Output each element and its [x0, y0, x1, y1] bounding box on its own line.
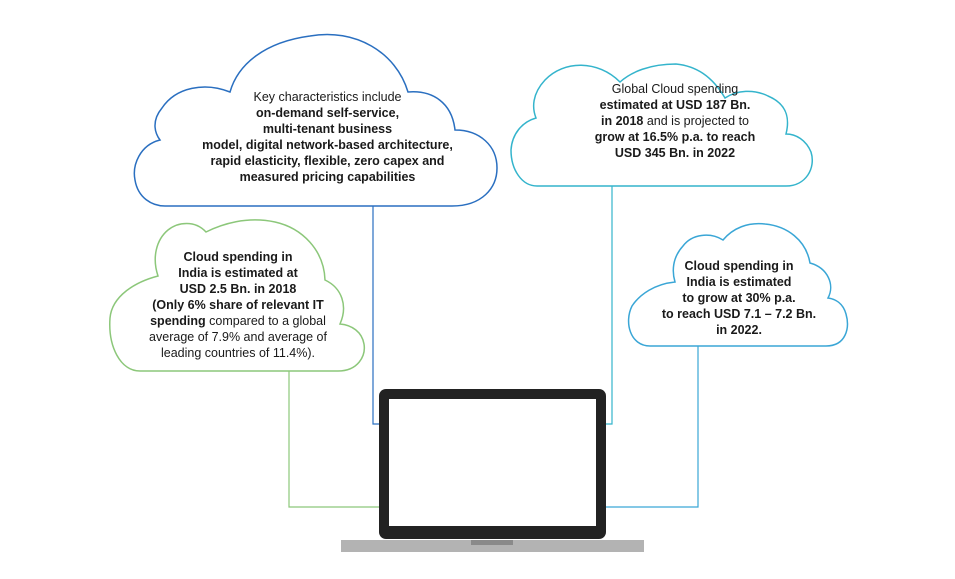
cloud-text-segment: model, digital network-based architectur… — [202, 138, 453, 152]
cloud-text-segment: Key characteristics include — [253, 90, 402, 104]
laptop-icon — [341, 389, 644, 552]
cloud-text-segment: Global Cloud spending — [611, 82, 739, 96]
cloud-text-segment: India is estimated at — [178, 266, 298, 280]
cloud-text-line: grow at 16.5% p.a. to reach — [540, 129, 810, 145]
cloud-text-line: USD 2.5 Bn. in 2018 — [110, 281, 366, 297]
cloud-text-segment: in 2018 — [600, 114, 644, 128]
cloud-text-segment: rapid elasticity, flexible, zero capex a… — [210, 154, 445, 168]
cloud-text-segment: in 2022. — [716, 323, 762, 337]
cloud-text-line: Cloud spending in — [110, 249, 366, 265]
cloud-text-segment: on-demand self-service, — [255, 106, 400, 120]
cloud-key-text: Key characteristics include on-demand sel… — [160, 89, 495, 185]
cloud-global-text: Global Cloud spending estimated at USD 18… — [540, 81, 810, 161]
cloud-text-segment: USD 345 Bn. in 2022 — [614, 146, 736, 160]
connector-global-cloud — [604, 186, 613, 425]
cloud-text-line: on-demand self-service, — [160, 105, 495, 121]
cloud-global-spending — [510, 63, 813, 187]
laptop-notch — [471, 540, 513, 545]
cloud-text-segment: leading countries of 11.4%). — [160, 346, 316, 360]
laptop-screen — [389, 399, 596, 526]
cloud-text-line: Key characteristics include — [160, 89, 495, 105]
cloud-text-segment: Cloud spending in — [183, 250, 293, 264]
cloud-text-line: (Only 6% share of relevant IT — [110, 297, 366, 313]
cloud-text-line: Global Cloud spending — [540, 81, 810, 97]
laptop-base — [341, 540, 644, 552]
cloud-text-line: Cloud spending in — [630, 258, 848, 274]
cloud-text-segment: measured pricing capabilities — [239, 170, 416, 184]
cloud-india-2022-spending — [627, 222, 849, 347]
cloud-key-characteristics — [133, 33, 498, 207]
cloud-text-line: rapid elasticity, flexible, zero capex a… — [160, 153, 495, 169]
cloud-text-line: India is estimated — [630, 274, 848, 290]
cloud-text-segment: spending — [150, 314, 206, 328]
cloud-text-line: in 2018 and is projected to — [540, 113, 810, 129]
cloud-text-line: estimated at USD 187 Bn. — [540, 97, 810, 113]
connector-india-2022-cloud — [604, 346, 699, 508]
connector-india-2018-cloud — [288, 371, 383, 508]
cloud-text-line: leading countries of 11.4%). — [110, 345, 366, 361]
cloud-india-2022-text: Cloud spending in India is estimated to gr… — [630, 258, 848, 338]
cloud-india-2018-spending — [109, 219, 366, 372]
cloud-text-segment: grow at 16.5% p.a. to reach — [594, 130, 756, 144]
cloud-text-line: USD 345 Bn. in 2022 — [540, 145, 810, 161]
cloud-text-segment: India is estimated — [686, 275, 792, 289]
cloud-text-line: to reach USD 7.1 – 7.2 Bn. — [630, 306, 848, 322]
cloud-text-segment: estimated at USD 187 Bn. — [599, 98, 751, 112]
cloud-india-2018-text: Cloud spending in India is estimated at US… — [110, 249, 366, 361]
cloud-text-line: to grow at 30% p.a. — [630, 290, 848, 306]
cloud-text-line: model, digital network-based architectur… — [160, 137, 495, 153]
cloud-text-line: multi-tenant business — [160, 121, 495, 137]
cloud-text-segment: average of 7.9% and average of — [149, 330, 327, 344]
cloud-text-line: average of 7.9% and average of — [110, 329, 366, 345]
cloud-text-segment: (Only 6% share of relevant IT — [152, 298, 324, 312]
cloud-text-segment: to grow at 30% p.a. — [682, 291, 796, 305]
cloud-text-segment: and is projected to — [643, 114, 749, 128]
cloud-text-segment: multi-tenant business — [262, 122, 393, 136]
cloud-text-segment: compared to a global — [205, 314, 326, 328]
cloud-text-line: spending compared to a global — [110, 313, 366, 329]
cloud-text-line: in 2022. — [630, 322, 848, 338]
cloud-text-segment: to reach USD 7.1 – 7.2 Bn. — [661, 307, 817, 321]
cloud-text-line: India is estimated at — [110, 265, 366, 281]
cloud-text-segment: Cloud spending in — [684, 259, 794, 273]
cloud-text-segment: USD 2.5 Bn. in 2018 — [179, 282, 297, 296]
cloud-text-line: measured pricing capabilities — [160, 169, 495, 185]
